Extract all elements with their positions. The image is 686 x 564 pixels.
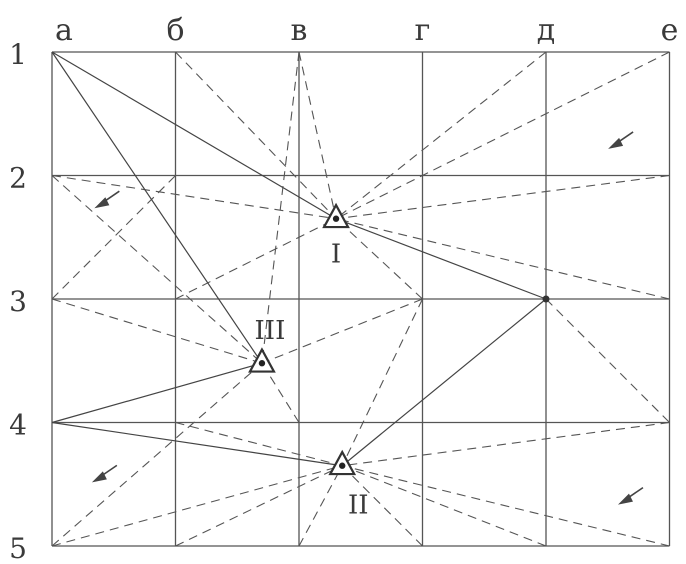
dashed-ray: [51, 175, 263, 364]
point-marker: [542, 295, 550, 303]
row-label-0: 1: [9, 38, 27, 71]
station-center-dot: [332, 215, 340, 222]
dashed-ray: [261, 51, 300, 364]
row-label-1: 2: [9, 162, 27, 195]
solid-ray: [51, 51, 263, 364]
station-I: I: [322, 202, 350, 270]
dashed-ray: [175, 421, 343, 467]
solid-ray: [51, 362, 263, 424]
dashed-ray: [342, 421, 670, 467]
dashed-ray: [545, 298, 670, 423]
dashed-ray: [342, 465, 670, 547]
dashed-ray: [261, 298, 423, 364]
column-label-5: е: [661, 13, 679, 48]
column-label-2: в: [291, 13, 308, 48]
dashed-ray: [261, 362, 300, 423]
direction-arrows: [91, 131, 644, 505]
dashed-ray: [335, 51, 547, 220]
dashed-ray: [51, 298, 263, 364]
dashed-ray: [335, 51, 670, 220]
dashed-ray: [298, 465, 343, 547]
dashed-ray: [341, 465, 423, 547]
station-II: II: [328, 449, 369, 521]
dashed-ray: [51, 174, 337, 220]
station-label: I: [331, 240, 341, 270]
arrow-head: [91, 471, 107, 483]
solid-ray: [335, 218, 547, 300]
row-label-4: 5: [9, 532, 27, 564]
column-labels: а б в г д е: [55, 13, 678, 48]
solid-rays: [51, 51, 547, 467]
arrow-head: [608, 137, 624, 149]
dashed-ray: [175, 465, 343, 547]
dashed-ray: [335, 174, 670, 220]
column-label-3: г: [415, 13, 431, 48]
arrow-head: [94, 197, 110, 209]
station-label: III: [255, 316, 286, 346]
dashed-rays: [51, 51, 670, 547]
column-label-0: а: [55, 13, 73, 48]
solid-ray: [51, 421, 343, 467]
arrow-icon: [94, 190, 120, 209]
arrow-icon: [608, 131, 634, 149]
row-label-2: 3: [9, 285, 27, 318]
dashed-ray: [175, 218, 337, 300]
station-label: II: [348, 491, 369, 521]
dashed-ray: [298, 51, 337, 219]
station-III: III: [248, 316, 286, 373]
dashed-ray: [341, 298, 423, 466]
arrow-head: [617, 493, 633, 505]
column-label-1: б: [166, 13, 184, 48]
solid-ray: [51, 51, 337, 220]
point-markers: [542, 295, 550, 303]
row-labels: 1 2 3 4 5: [9, 38, 27, 564]
station-center-dot: [258, 360, 266, 367]
arrow-icon: [91, 464, 118, 483]
dashed-ray: [51, 465, 343, 547]
dashed-ray: [51, 175, 176, 300]
column-label-4: д: [537, 13, 555, 48]
arrow-icon: [617, 486, 644, 505]
solid-ray: [341, 298, 547, 467]
dashed-ray: [335, 218, 423, 300]
dashed-ray: [342, 465, 547, 547]
grid-lines: [51, 51, 671, 547]
dashed-ray: [51, 362, 263, 547]
dashed-ray: [335, 218, 670, 300]
row-label-3: 4: [9, 409, 27, 442]
dashed-ray: [175, 51, 337, 220]
station-center-dot: [339, 462, 346, 469]
